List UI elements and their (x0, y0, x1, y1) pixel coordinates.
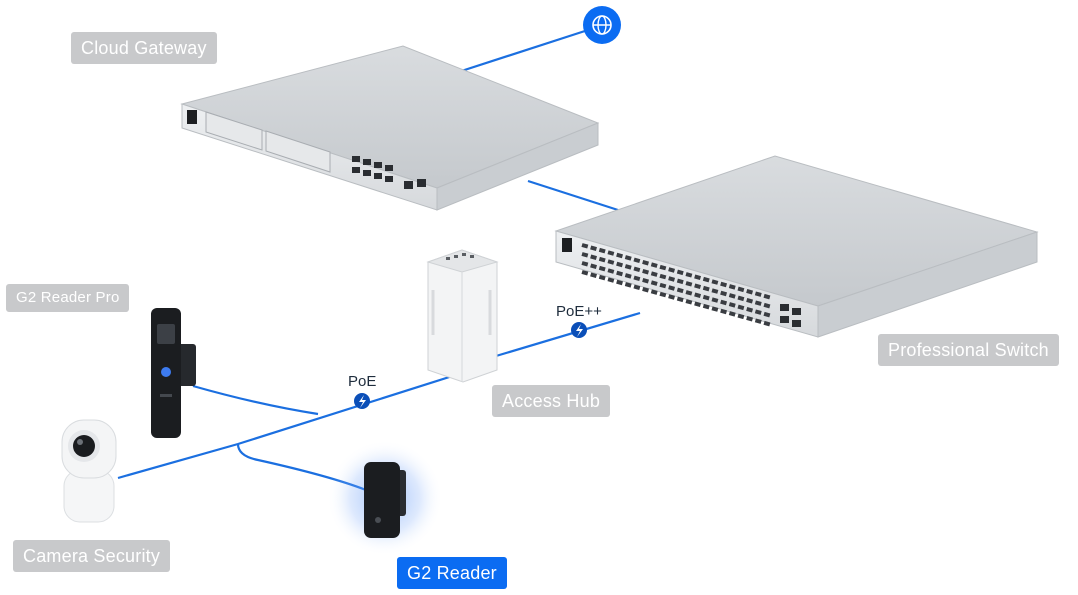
g2-reader-label: G2 Reader (397, 557, 507, 589)
access-hub-device (426, 249, 499, 383)
globe-icon (583, 6, 621, 44)
link-gateway-switch (527, 179, 619, 212)
access-hub-label: Access Hub (492, 385, 611, 417)
poe-plus-plus-label: PoE++ (556, 303, 602, 320)
cloud-gateway-device (180, 45, 600, 211)
poe-label: PoE (348, 373, 377, 390)
professional-switch-label: Professional Switch (878, 334, 1059, 366)
connection-lines (117, 28, 641, 492)
bolt-icon (571, 322, 587, 338)
professional-switch-device (554, 155, 1039, 338)
g2-reader-pro-device (151, 308, 196, 438)
g2-reader-pro-label: G2 Reader Pro (6, 284, 130, 312)
g2-reader-device (327, 440, 443, 556)
link-switch-hub (495, 311, 641, 358)
link-gateway-internet (445, 28, 589, 78)
cloud-gateway-label: Cloud Gateway (71, 32, 217, 64)
bolt-icon (354, 393, 370, 409)
camera-security-device (61, 419, 117, 523)
link-reader-pro (192, 384, 319, 416)
camera-security-label: Camera Security (13, 540, 171, 572)
